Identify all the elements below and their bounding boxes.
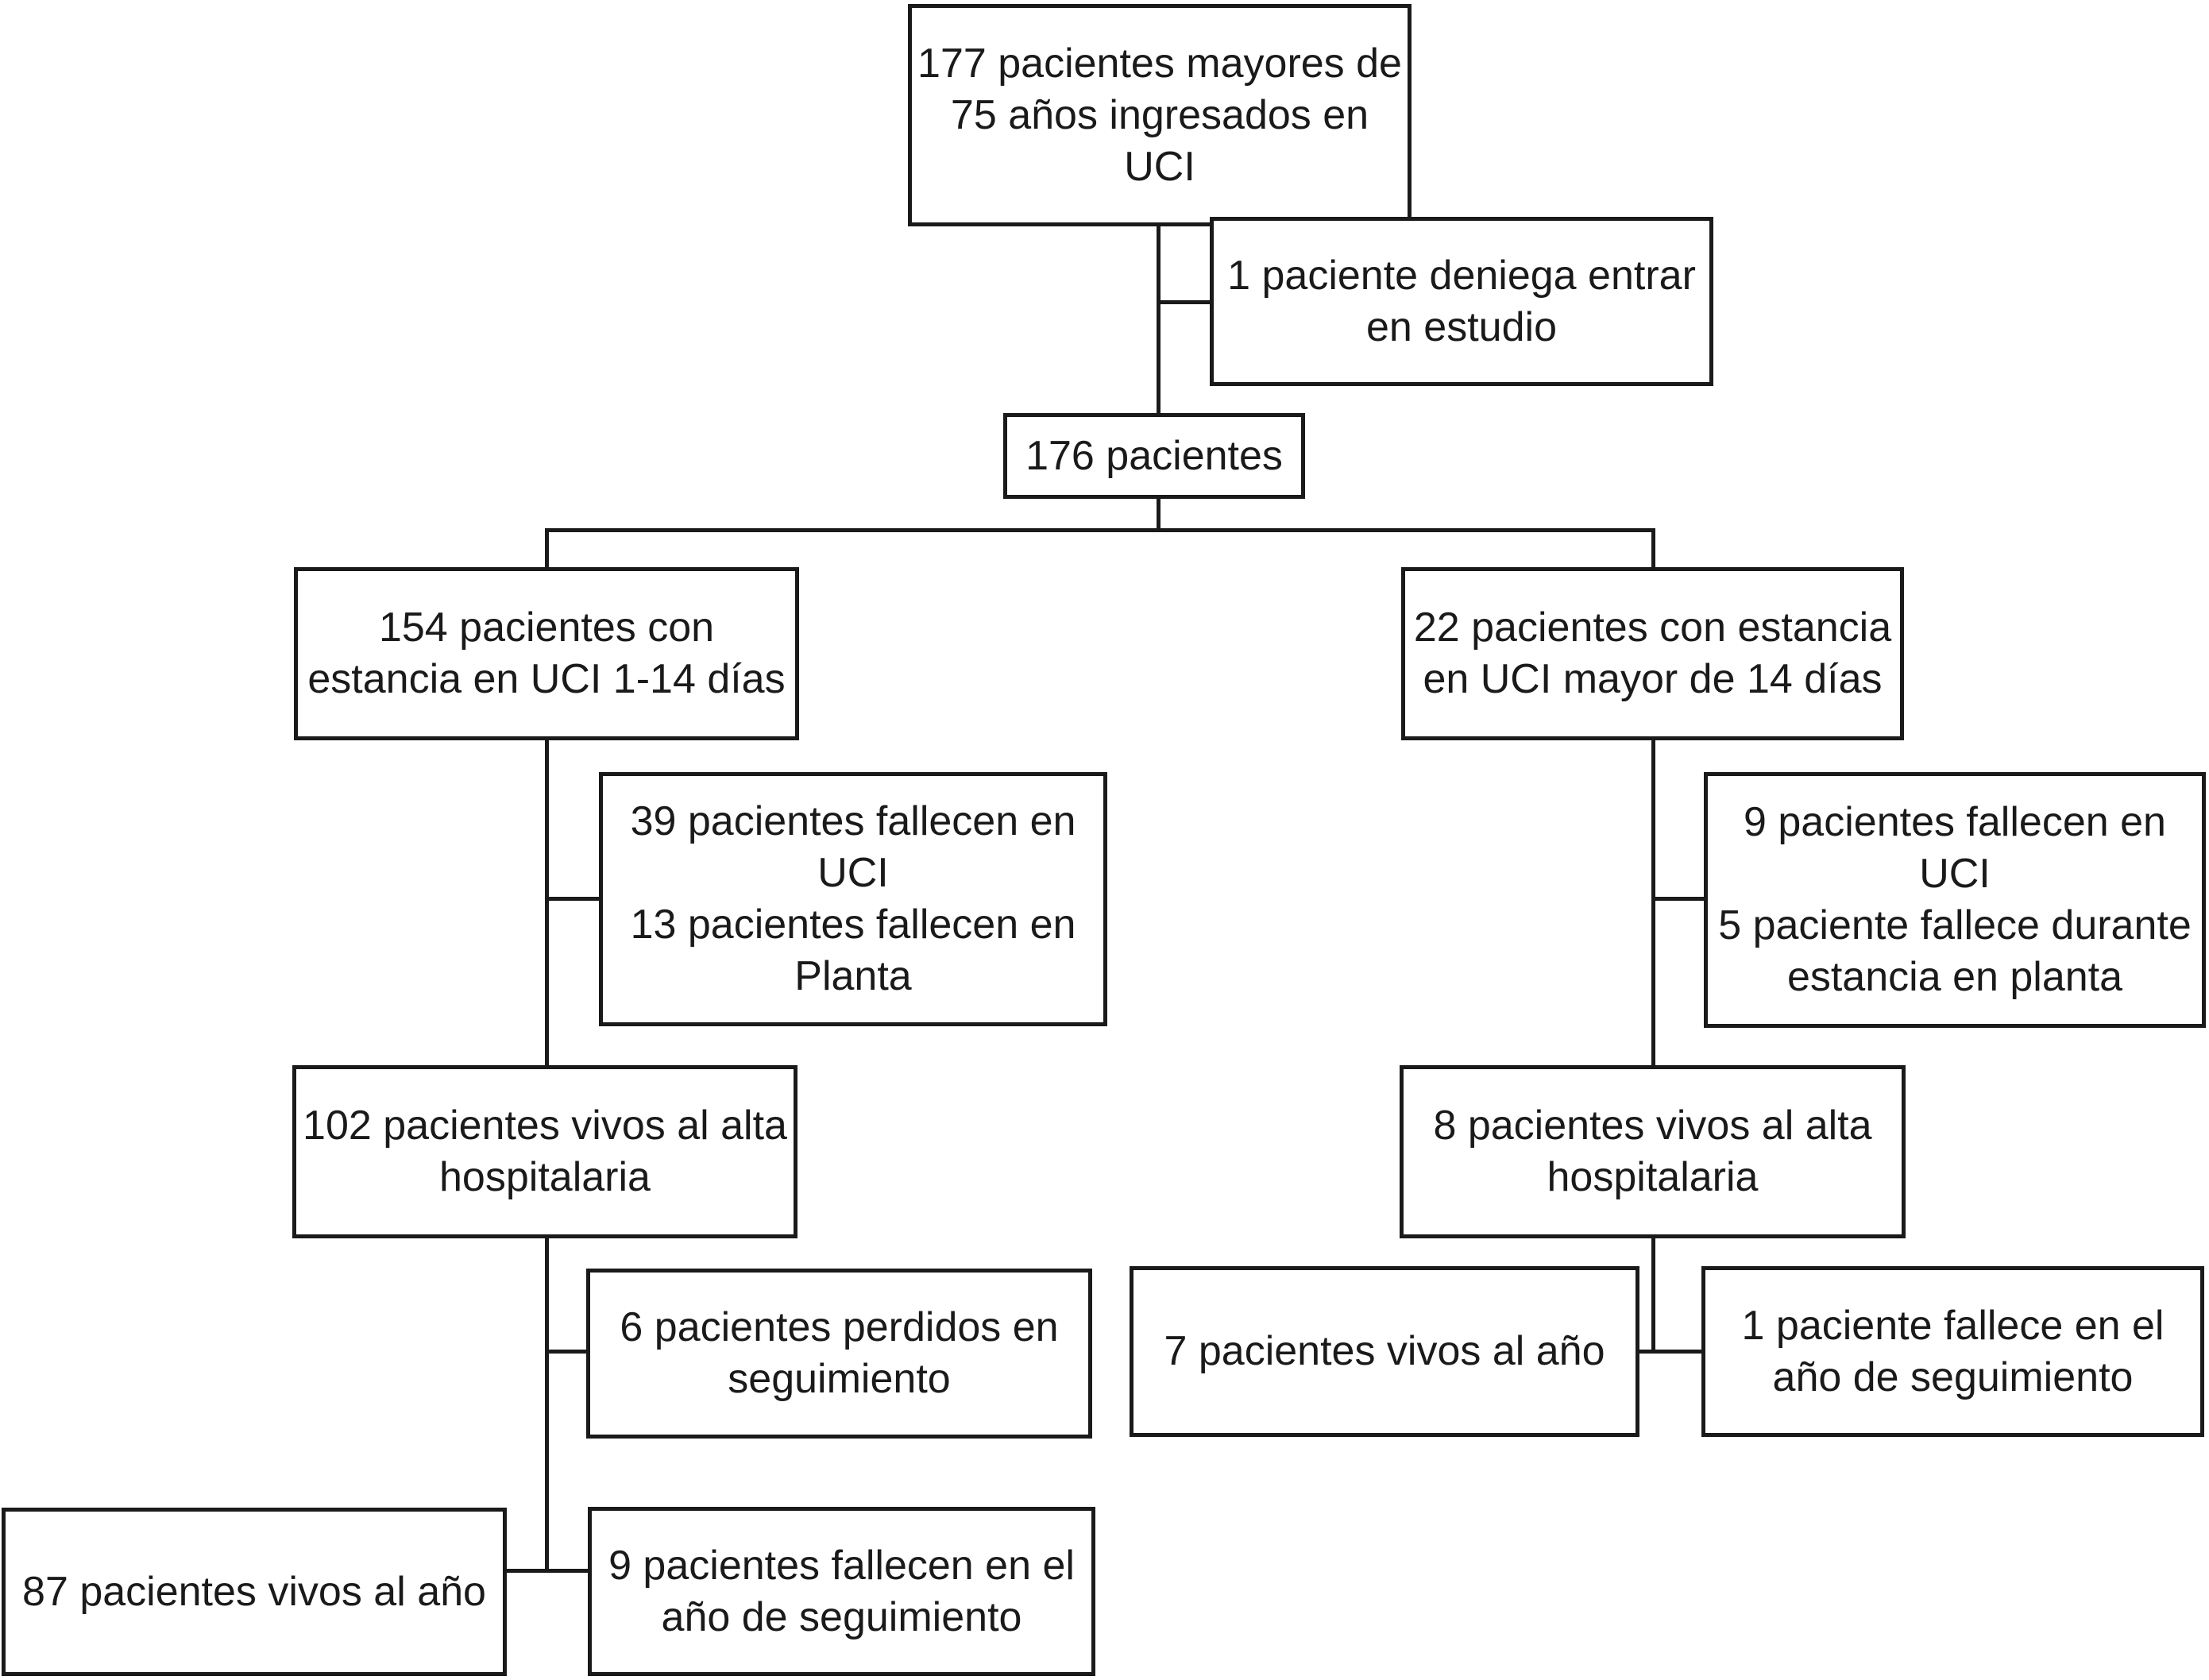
flow-node-short-stay-label: 154 pacientes con estancia en UCI 1-14 d… (307, 604, 786, 702)
flow-node-enrolled: 176 pacientes (1003, 413, 1305, 499)
connector-enrolled-drop (1157, 497, 1160, 532)
connector-admitted-to-enrolled (1157, 225, 1160, 415)
flow-node-long-stay-alive-discharge-label: 8 pacientes vivos al alta hospitalaria (1433, 1103, 1872, 1200)
flow-node-short-stay-deaths-year: 9 pacientes fallecen en el año de seguim… (588, 1507, 1095, 1676)
flow-node-admitted-label: 177 pacientes mayores de 75 años ingresa… (917, 40, 1402, 190)
connector-bottom-year-junction (505, 1569, 589, 1573)
flow-node-long-stay-alive-year-label: 7 pacientes vivos al año (1164, 1328, 1605, 1374)
connector-split-drop-left (545, 528, 549, 567)
flow-node-declined: 1 paciente deniega entrar en estudio (1210, 217, 1713, 386)
flow-node-short-stay-alive-year: 87 pacientes vivos al año (2, 1508, 507, 1676)
flow-node-long-stay-death-year-label: 1 paciente fallece en el año de seguimie… (1741, 1302, 2165, 1400)
connector-lost-followup-branch (545, 1350, 588, 1354)
flow-node-short-stay-alive-discharge-label: 102 pacientes vivos al alta hospitalaria (303, 1103, 787, 1200)
flow-node-lost-followup-label: 6 pacientes perdidos en seguimiento (620, 1304, 1059, 1402)
connector-long-stay-deaths-branch (1651, 897, 1705, 901)
connector-short-stay-deaths-branch (545, 897, 601, 901)
flow-node-long-stay-alive-year: 7 pacientes vivos al año (1130, 1266, 1639, 1437)
flow-node-long-stay-deaths-label: 9 pacientes fallecen en UCI 5 paciente f… (1718, 799, 2192, 1000)
connector-split-horizontal (545, 528, 1655, 532)
connector-long-discharge-to-year (1651, 1237, 1655, 1354)
connector-split-drop-right (1651, 528, 1655, 567)
connector-discharge-to-year (545, 1237, 549, 1573)
flow-node-short-stay-deaths-label: 39 pacientes fallecen en UCI 13 paciente… (630, 798, 1076, 999)
flow-node-short-stay-alive-discharge: 102 pacientes vivos al alta hospitalaria (292, 1065, 797, 1238)
flow-node-long-stay-alive-discharge: 8 pacientes vivos al alta hospitalaria (1400, 1065, 1906, 1238)
connector-short-stay-to-discharge (545, 739, 549, 1065)
flow-node-short-stay-deaths: 39 pacientes fallecen en UCI 13 paciente… (599, 772, 1107, 1026)
flow-node-long-stay-death-year: 1 paciente fallece en el año de seguimie… (1701, 1266, 2204, 1437)
flow-node-enrolled-label: 176 pacientes (1025, 432, 1283, 479)
connector-declined-branch (1157, 300, 1212, 304)
flow-node-short-stay-deaths-year-label: 9 pacientes fallecen en el año de seguim… (608, 1542, 1075, 1640)
flow-node-short-stay: 154 pacientes con estancia en UCI 1-14 d… (294, 567, 799, 740)
flow-node-long-stay-label: 22 pacientes con estancia en UCI mayor d… (1413, 604, 1892, 702)
flow-node-admitted: 177 pacientes mayores de 75 años ingresa… (908, 4, 1412, 226)
flow-node-lost-followup: 6 pacientes perdidos en seguimiento (586, 1269, 1092, 1439)
connector-right-year-junction (1638, 1350, 1703, 1354)
flow-node-long-stay: 22 pacientes con estancia en UCI mayor d… (1401, 567, 1904, 740)
flow-node-short-stay-alive-year-label: 87 pacientes vivos al año (22, 1568, 486, 1615)
flow-node-declined-label: 1 paciente deniega entrar en estudio (1227, 252, 1696, 350)
connector-long-stay-to-discharge (1651, 739, 1655, 1065)
flow-node-long-stay-deaths: 9 pacientes fallecen en UCI 5 paciente f… (1704, 772, 2206, 1028)
